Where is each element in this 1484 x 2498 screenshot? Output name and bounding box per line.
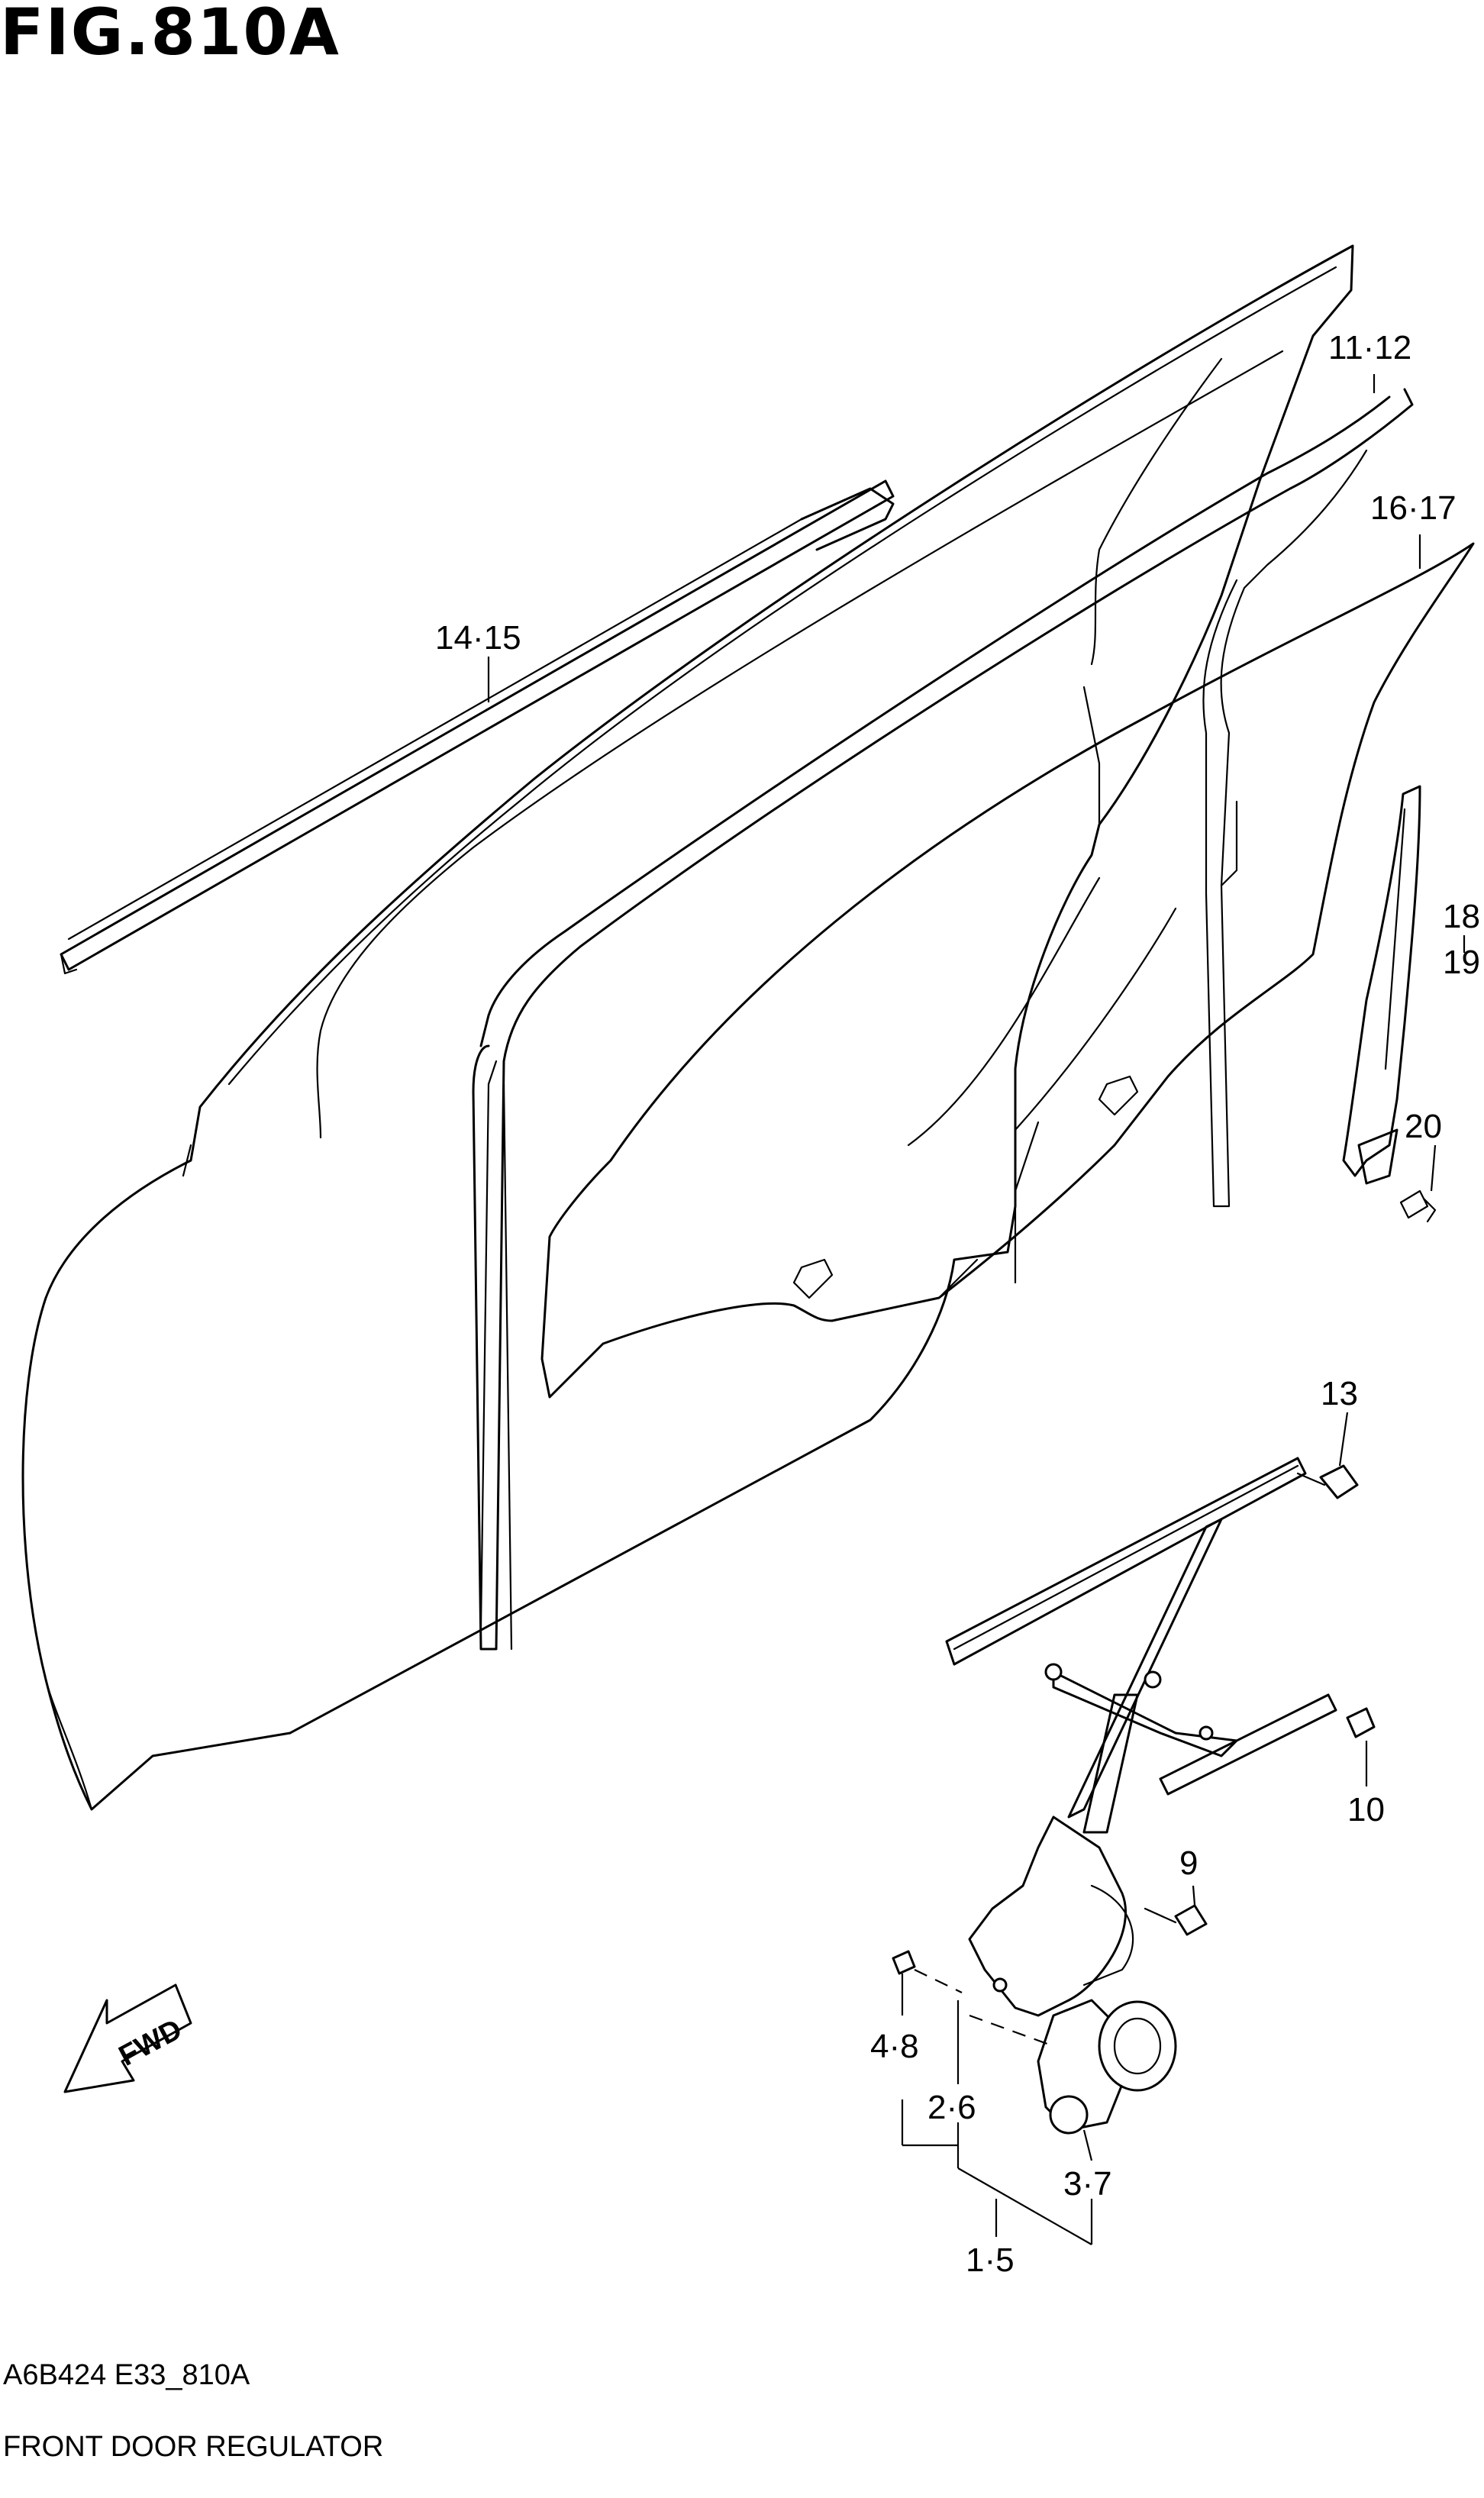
- callout-13: 13: [1321, 1375, 1358, 1412]
- callout-18: 18: [1443, 898, 1480, 935]
- fwd-label: FWD: [114, 2013, 187, 2073]
- outer-weatherstrip: [60, 479, 895, 975]
- callout-19: 19: [1443, 944, 1480, 981]
- glass-brackets: [792, 1075, 1139, 1299]
- callout-16-17: 16·17: [1370, 489, 1457, 527]
- window-regulator: [945, 1457, 1337, 2017]
- callout-4-8: 4·8: [870, 2028, 919, 2065]
- callout-2-6: 2·6: [928, 2089, 976, 2126]
- callout-14-15: 14·15: [435, 619, 521, 657]
- callout-3-7: 3·7: [1063, 2165, 1112, 2203]
- callout-20: 20: [1405, 1108, 1442, 1145]
- bolt-9: [1144, 1904, 1208, 1936]
- fwd-arrow: FWD: [63, 1983, 192, 2093]
- diagram-caption: FRONT DOOR REGULATOR: [3, 2431, 384, 2463]
- diagram-code: A6B424 E33_810A: [3, 2359, 250, 2391]
- rear-glass-channel: [1342, 785, 1421, 1185]
- callout-10: 10: [1347, 1791, 1385, 1828]
- fastener-20: [1399, 1189, 1437, 1223]
- figure-title: FIG.810A: [0, 0, 340, 69]
- regulator-motor: [969, 1999, 1177, 2135]
- door-panel: [21, 244, 1354, 1811]
- callout-9: 9: [1179, 1844, 1198, 1882]
- callout-1-5: 1·5: [966, 2241, 1015, 2279]
- door-glass: [540, 542, 1475, 1399]
- bolt-13: [1296, 1464, 1359, 1499]
- leader-lines: [487, 374, 1466, 2245]
- glass-run-channel: [472, 388, 1414, 1651]
- bolt-4-8: [892, 1950, 963, 1993]
- bolt-10: [1346, 1707, 1376, 1738]
- callout-11-12: 11·12: [1328, 329, 1411, 366]
